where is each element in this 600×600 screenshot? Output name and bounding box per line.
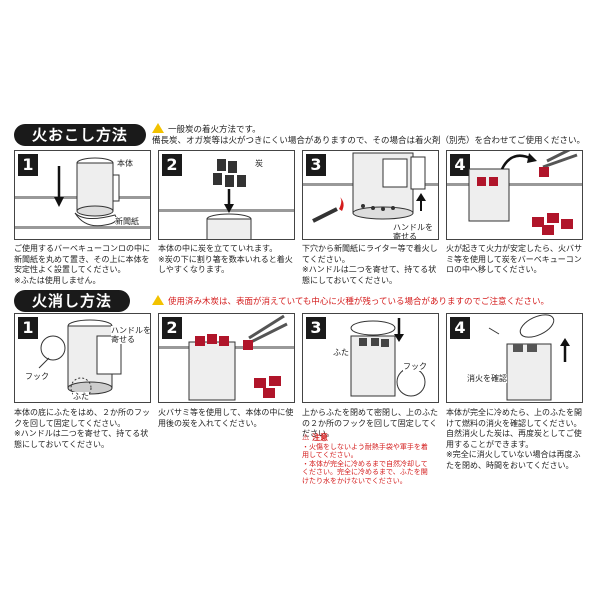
extinguish-warning-text: 使用済み木炭は、表面が消えていても中心に火種が残っている場合がありますのでご注意… xyxy=(168,297,549,307)
ignite-step-4: 4 xyxy=(446,150,583,240)
extinguish-step-1: 1 ハンドルを寄せる フック ふた xyxy=(14,313,151,403)
label-lid: ふた xyxy=(73,392,89,401)
step-number: 3 xyxy=(306,154,326,176)
warning-icon xyxy=(152,123,164,133)
extinguish-attention: ⚠ 注意 ・火傷をしないよう耐熱手袋や軍手を着用してください。 ・本体が完全に冷… xyxy=(302,433,432,485)
ignite-warning-text: 一般炭の着火方法です。 備長炭、オガ炭等は火がつきにくい場合がありますので、その… xyxy=(152,125,585,146)
step-number: 4 xyxy=(450,317,470,339)
ignite-step-1-description: ご使用するバーベキューコンロの中に新聞紙を丸めて置き、その上に本体を安定性よく設… xyxy=(14,244,150,285)
label-charcoal: 炭 xyxy=(255,159,263,168)
ignite-step-4-description: 火が起きて火力が安定したら、火バサミ等を使用して炭をバーベキューコンロの中へ移し… xyxy=(446,244,582,274)
insert-used-charcoal-illustration xyxy=(159,314,294,401)
extinguish-step-3-description: 上からふたを閉めて密閉し、上のふたの２か所のフックを回して固定してください。 xyxy=(302,408,438,438)
ignite-step-2-description: 本体の中に炭を立てていれます。 ※炭の下に割り箸を数本いれると着火しやすくなりま… xyxy=(158,244,293,274)
ignite-step-3-description: 下穴から新聞紙にライター等で着火してください。 ※ハンドルは二つを寄せて、持てる… xyxy=(302,244,438,285)
step-number: 1 xyxy=(18,154,38,176)
extinguish-section-title: 火消し方法 xyxy=(14,290,131,312)
label-lid: ふた xyxy=(333,348,349,357)
charcoal-loading-illustration xyxy=(159,159,294,239)
step-number: 2 xyxy=(162,154,182,176)
check-extinguished-illustration xyxy=(488,314,570,401)
extinguish-step-2-description: 火バサミ等を使用して、本体の中に使用後の炭を入れてください。 xyxy=(158,408,294,428)
attach-lid-illustration xyxy=(38,319,122,399)
label-bring-handles: ハンドルを寄せる xyxy=(393,223,437,239)
label-confirm-extinguished: 消火を確認 xyxy=(467,374,507,383)
label-newspaper: 新聞紙 xyxy=(115,217,139,226)
transfer-charcoal-illustration xyxy=(447,151,582,235)
step-number: 3 xyxy=(306,317,326,339)
ignite-step-2: 2 炭 xyxy=(158,150,295,240)
warning-icon xyxy=(152,295,164,305)
label-bring-handles: ハンドルを寄せる xyxy=(111,326,151,344)
label-hook: フック xyxy=(25,372,49,381)
ignite-step-3: 3 ハンドルを寄せる xyxy=(302,150,439,240)
step-number: 2 xyxy=(162,317,182,339)
lighting-chimney-illustration xyxy=(303,152,438,223)
extinguish-step-4: 4 消火を確認 xyxy=(446,313,583,403)
label-hook: フック xyxy=(403,362,427,371)
attention-title: ⚠ 注意 xyxy=(302,433,328,442)
step-number: 4 xyxy=(450,154,470,176)
extinguish-step-1-description: 本体の底にふたをはめ、２か所のフックを回して固定してください。 ※ハンドルは二つ… xyxy=(14,408,150,449)
close-lid-illustration xyxy=(350,318,426,397)
chimney-on-newspaper-illustration xyxy=(15,157,150,229)
extinguish-step-2: 2 xyxy=(158,313,295,403)
step-number: 1 xyxy=(18,317,38,339)
label-body: 本体 xyxy=(117,159,133,168)
extinguish-step-3: 3 ふた フック xyxy=(302,313,439,403)
attention-text: ・火傷をしないよう耐熱手袋や軍手を着用してください。 ・本体が完全に冷めるまで自… xyxy=(302,442,428,485)
ignite-section-title: 火おこし方法 xyxy=(14,124,147,146)
ignite-step-1: 1 本体 新聞紙 xyxy=(14,150,151,240)
extinguish-step-4-description: 本体が完全に冷めたら、上のふたを開けて燃料の消火を確認してください。 自然消火し… xyxy=(446,408,582,470)
ignite-warning: 一般炭の着火方法です。 備長炭、オガ炭等は火がつきにくい場合がありますので、その… xyxy=(152,123,592,147)
extinguish-warning: 使用済み木炭は、表面が消えていても中心に火種が残っている場合がありますのでご注意… xyxy=(152,295,592,308)
